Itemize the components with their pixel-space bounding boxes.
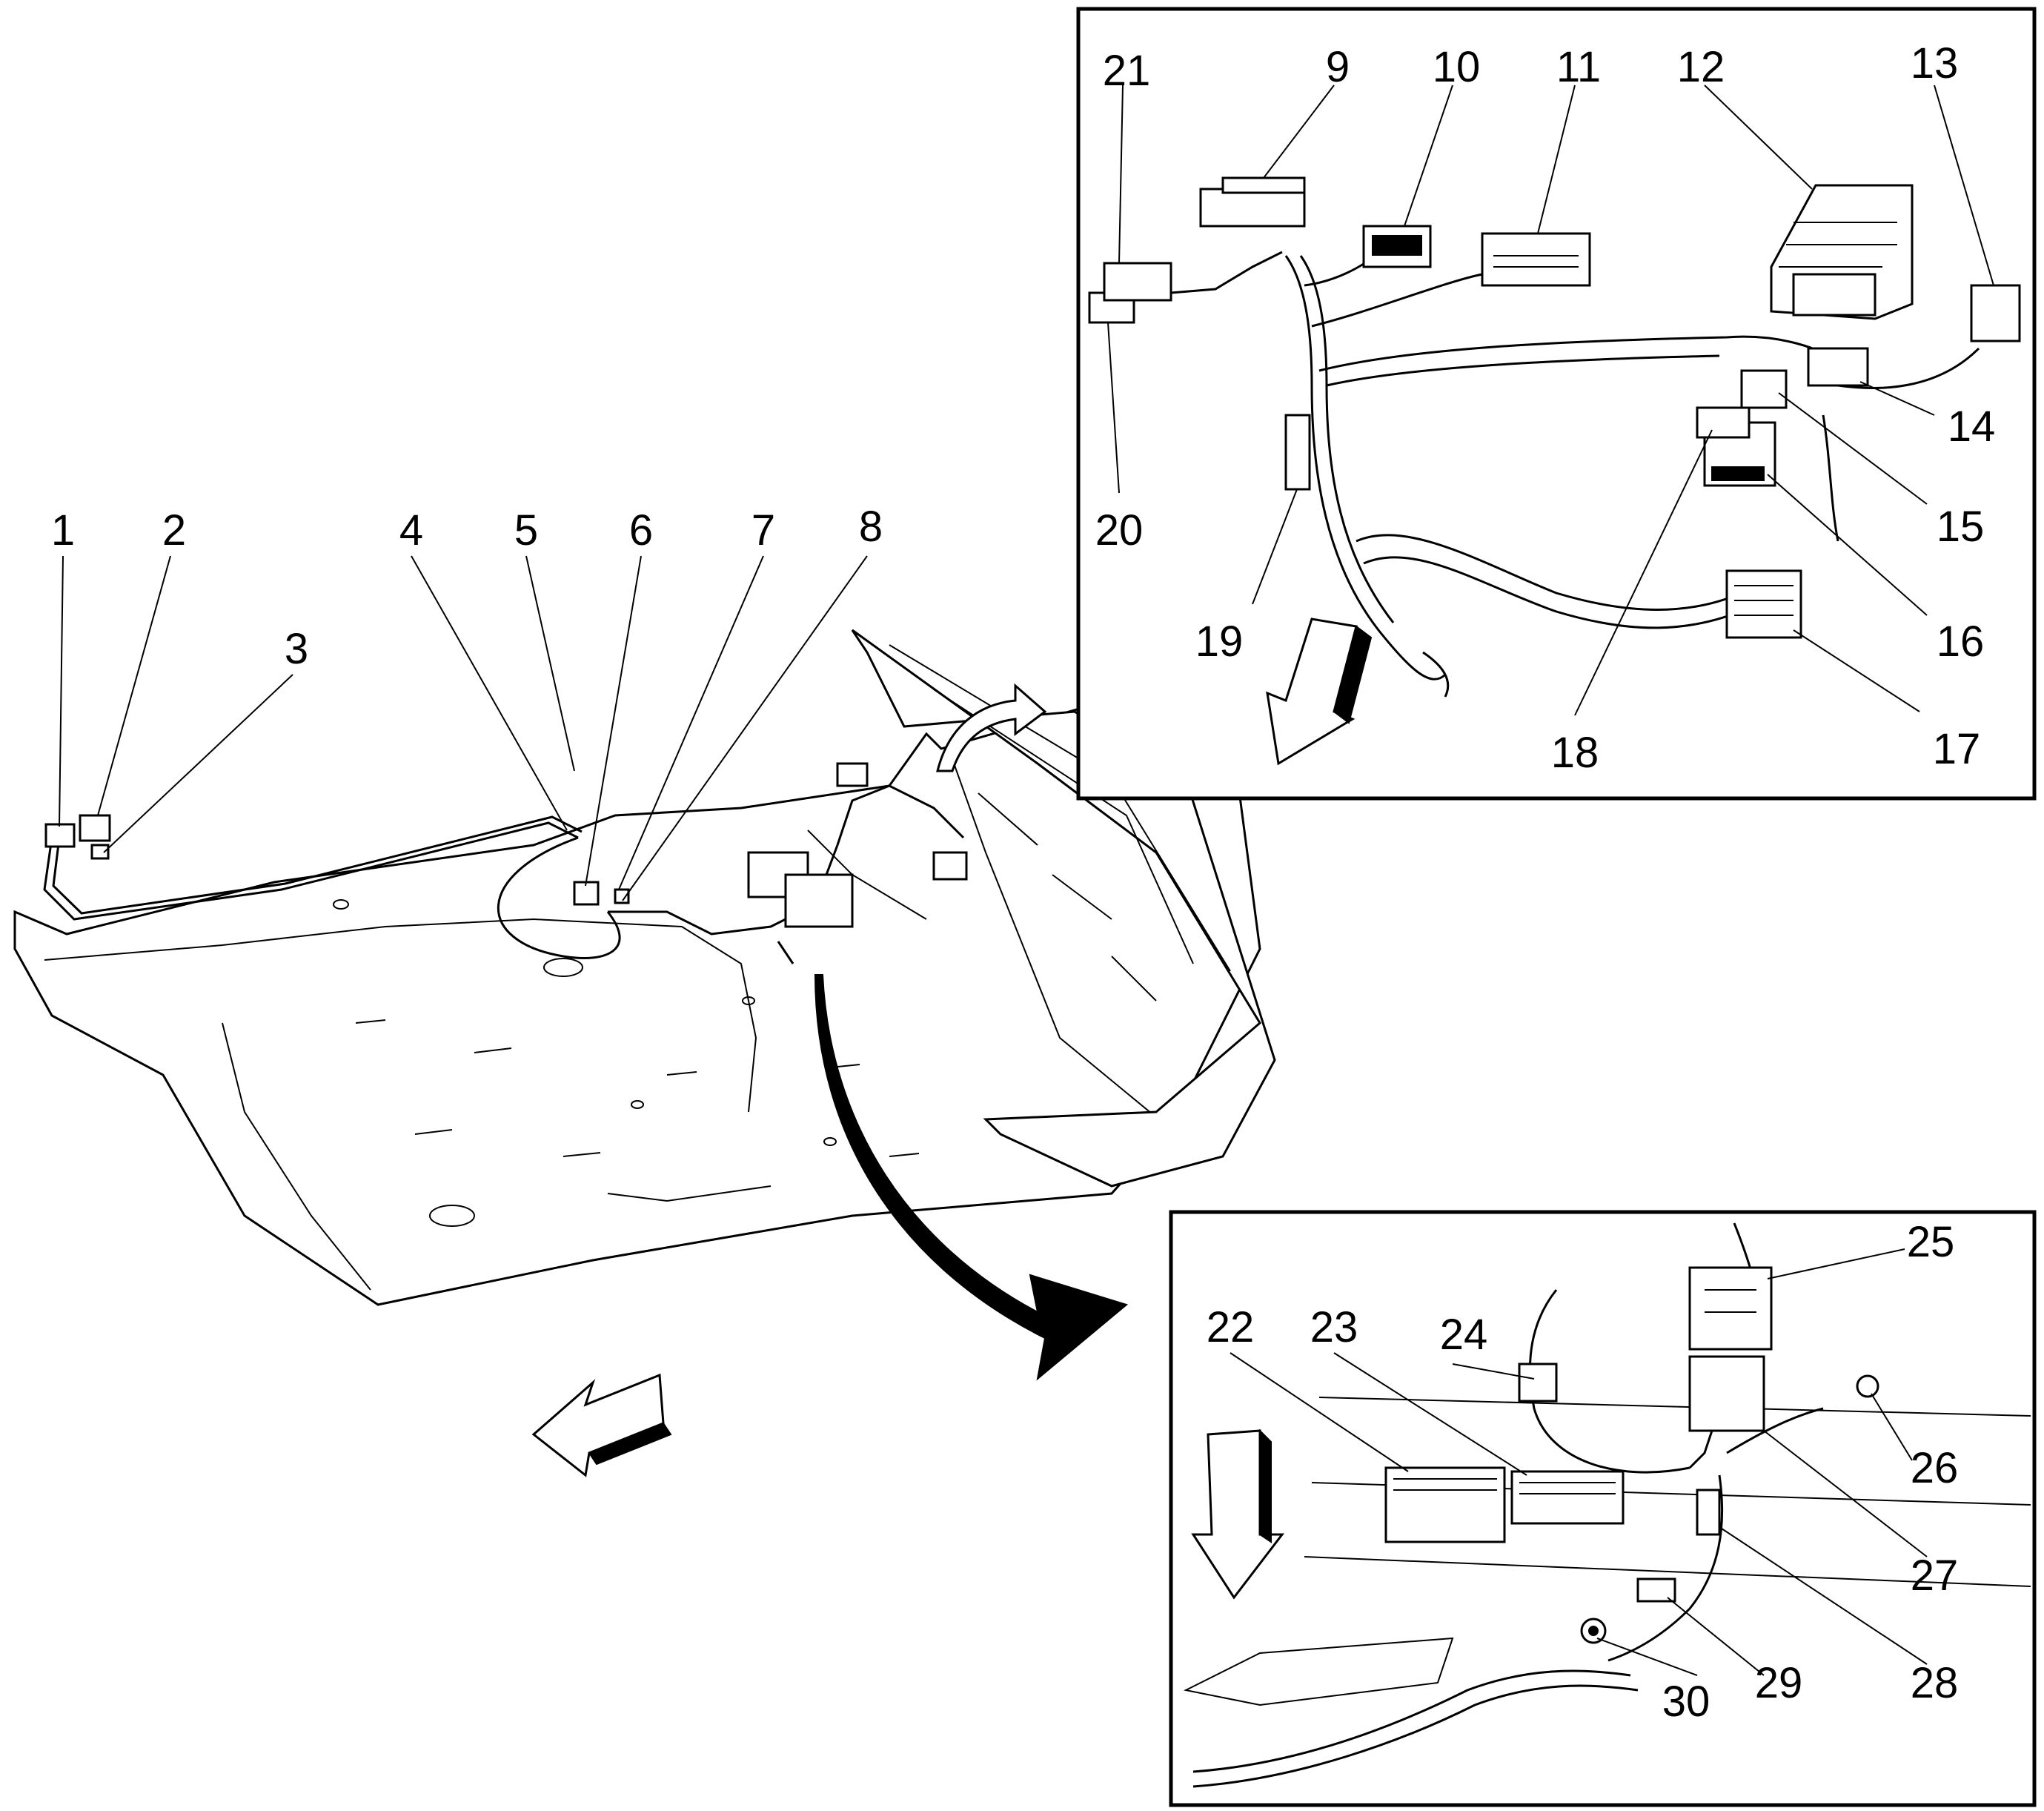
callout-11: 11 bbox=[1556, 43, 1601, 91]
connector-9-icon bbox=[1199, 176, 1306, 228]
callout-28: 28 bbox=[1911, 1659, 1959, 1707]
module-22-icon bbox=[1384, 1466, 1506, 1543]
callout-25: 25 bbox=[1907, 1218, 1955, 1266]
module-box-icon bbox=[784, 873, 854, 928]
detail-callout-arrow-icon bbox=[814, 683, 1129, 1381]
callout-16: 16 bbox=[1937, 618, 1985, 666]
callout-6: 6 bbox=[629, 506, 653, 554]
harness-29-icon bbox=[1636, 1577, 1676, 1603]
rear-connector-icon bbox=[836, 762, 869, 787]
callout-22: 22 bbox=[1207, 1303, 1255, 1351]
callout-3: 3 bbox=[285, 625, 308, 673]
lower-leader-lines bbox=[1230, 1248, 1928, 1676]
main-view-connectors bbox=[44, 762, 968, 928]
ground-26-icon bbox=[1856, 1374, 1879, 1398]
module-12-icon bbox=[1770, 184, 1914, 320]
connector-27-icon bbox=[1688, 1355, 1765, 1432]
callout-8: 8 bbox=[859, 503, 883, 551]
tape-28-icon bbox=[1696, 1489, 1721, 1536]
callout-20: 20 bbox=[1095, 506, 1144, 554]
connector-10-icon bbox=[1362, 225, 1432, 268]
main-callouts: 1 2 3 4 5 6 7 8 bbox=[51, 503, 883, 673]
callout-2: 2 bbox=[162, 506, 186, 554]
connector-1-icon bbox=[44, 823, 76, 848]
callout-5: 5 bbox=[514, 506, 538, 554]
connector-17-icon bbox=[1725, 569, 1802, 639]
callout-23: 23 bbox=[1310, 1303, 1358, 1351]
callout-17: 17 bbox=[1933, 725, 1981, 773]
upper-leader-lines bbox=[1107, 85, 1994, 716]
connector-7-icon bbox=[614, 888, 630, 904]
front-direction-arrow-icon bbox=[531, 1373, 672, 1477]
callout-26: 26 bbox=[1911, 1444, 1959, 1492]
module-23-icon bbox=[1510, 1470, 1625, 1525]
connector-25-icon bbox=[1688, 1266, 1773, 1351]
callout-9: 9 bbox=[1326, 43, 1350, 91]
callout-24: 24 bbox=[1440, 1311, 1488, 1359]
connector-11-icon bbox=[1481, 232, 1591, 287]
callout-18: 18 bbox=[1551, 729, 1599, 777]
connector-14-icon bbox=[1807, 347, 1869, 387]
ground-30-icon bbox=[1580, 1618, 1607, 1644]
connector-13-icon bbox=[1970, 284, 2021, 342]
tape-19-icon bbox=[1284, 414, 1311, 491]
main-leader-lines bbox=[59, 555, 868, 901]
connector-16-icon bbox=[1703, 421, 1776, 487]
callout-10: 10 bbox=[1433, 43, 1481, 91]
callout-14: 14 bbox=[1948, 403, 1996, 451]
main-wiring-harness bbox=[43, 784, 965, 964]
callout-30: 30 bbox=[1662, 1678, 1710, 1726]
callout-15: 15 bbox=[1937, 503, 1985, 551]
connector-24-icon bbox=[1518, 1363, 1558, 1403]
connector-18-icon bbox=[1696, 406, 1751, 439]
detail-inset-lower: 22 23 24 25 26 27 28 29 30 bbox=[1169, 1210, 2037, 1807]
callout-19: 19 bbox=[1195, 618, 1244, 666]
upper-direction-arrow-icon bbox=[1266, 618, 1373, 766]
connector-3-icon bbox=[90, 844, 110, 860]
callout-12: 12 bbox=[1677, 43, 1725, 91]
callout-1: 1 bbox=[51, 506, 75, 554]
connector-21-icon bbox=[1103, 262, 1172, 302]
connector-15-icon bbox=[1740, 369, 1788, 409]
callout-29: 29 bbox=[1755, 1659, 1803, 1707]
rear-connector-2-icon bbox=[932, 851, 968, 881]
callout-7: 7 bbox=[751, 506, 775, 554]
connector-2-icon bbox=[79, 814, 111, 842]
detail-inset-upper: 21 9 10 11 12 13 14 15 16 17 18 19 20 bbox=[1076, 7, 2037, 801]
lower-direction-arrow-icon bbox=[1191, 1428, 1285, 1600]
callout-21: 21 bbox=[1103, 47, 1151, 95]
callout-13: 13 bbox=[1911, 39, 1959, 87]
callout-27: 27 bbox=[1911, 1552, 1959, 1600]
callout-4: 4 bbox=[399, 506, 423, 554]
